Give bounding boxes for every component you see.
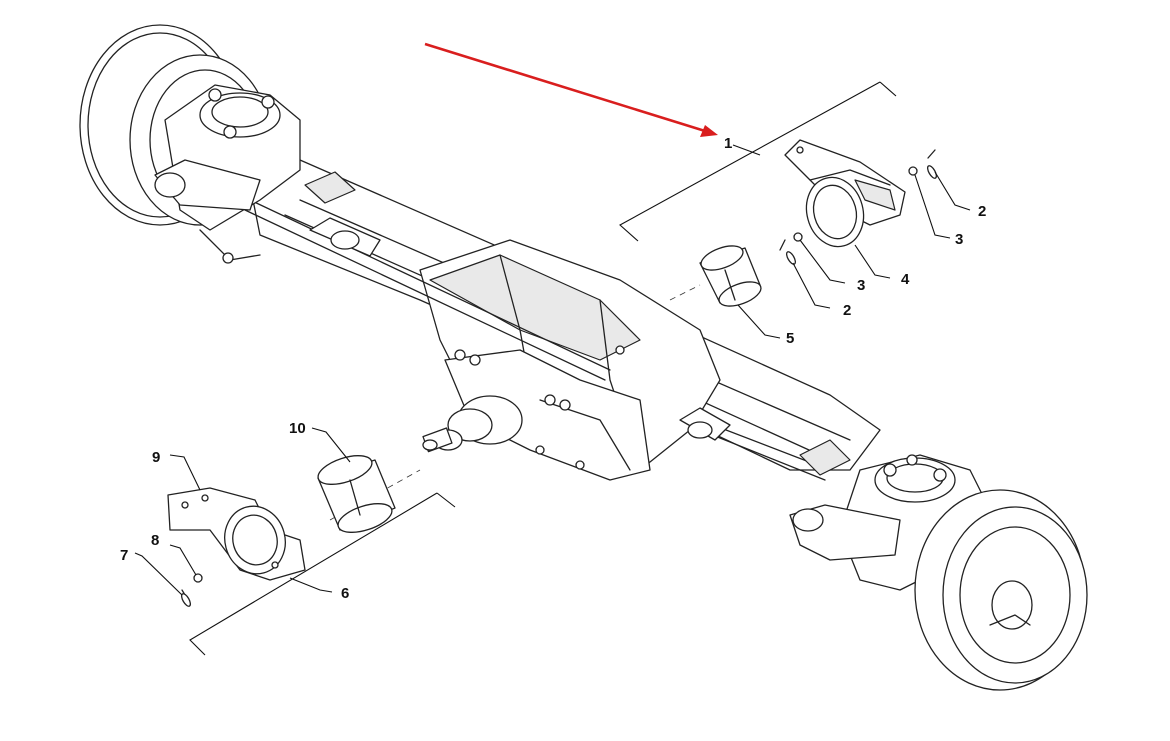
callout-2: 2 bbox=[978, 203, 986, 220]
callout-8: 8 bbox=[151, 532, 159, 549]
callout-3: 3 bbox=[857, 277, 865, 294]
callout-4: 4 bbox=[901, 271, 910, 288]
lower-bracket-assembly bbox=[167, 455, 396, 607]
axle-housing bbox=[244, 159, 881, 481]
callout-1: 1 bbox=[724, 135, 732, 152]
callout-10: 10 bbox=[289, 420, 306, 437]
callout-7: 7 bbox=[120, 547, 128, 564]
callout-3: 3 bbox=[955, 231, 963, 248]
callout-2: 2 bbox=[843, 302, 851, 319]
highlight-arrow bbox=[424, 42, 718, 137]
leader-lines bbox=[134, 144, 971, 596]
callout-9: 9 bbox=[152, 449, 160, 466]
left-wheel-hub bbox=[79, 24, 301, 264]
right-wheel-hub bbox=[789, 454, 1088, 691]
callout-5: 5 bbox=[786, 330, 794, 347]
group-bracket-1 bbox=[619, 81, 897, 242]
upper-bracket-assembly bbox=[699, 139, 938, 307]
group-bracket-6 bbox=[189, 492, 456, 656]
callout-6: 6 bbox=[341, 585, 349, 602]
